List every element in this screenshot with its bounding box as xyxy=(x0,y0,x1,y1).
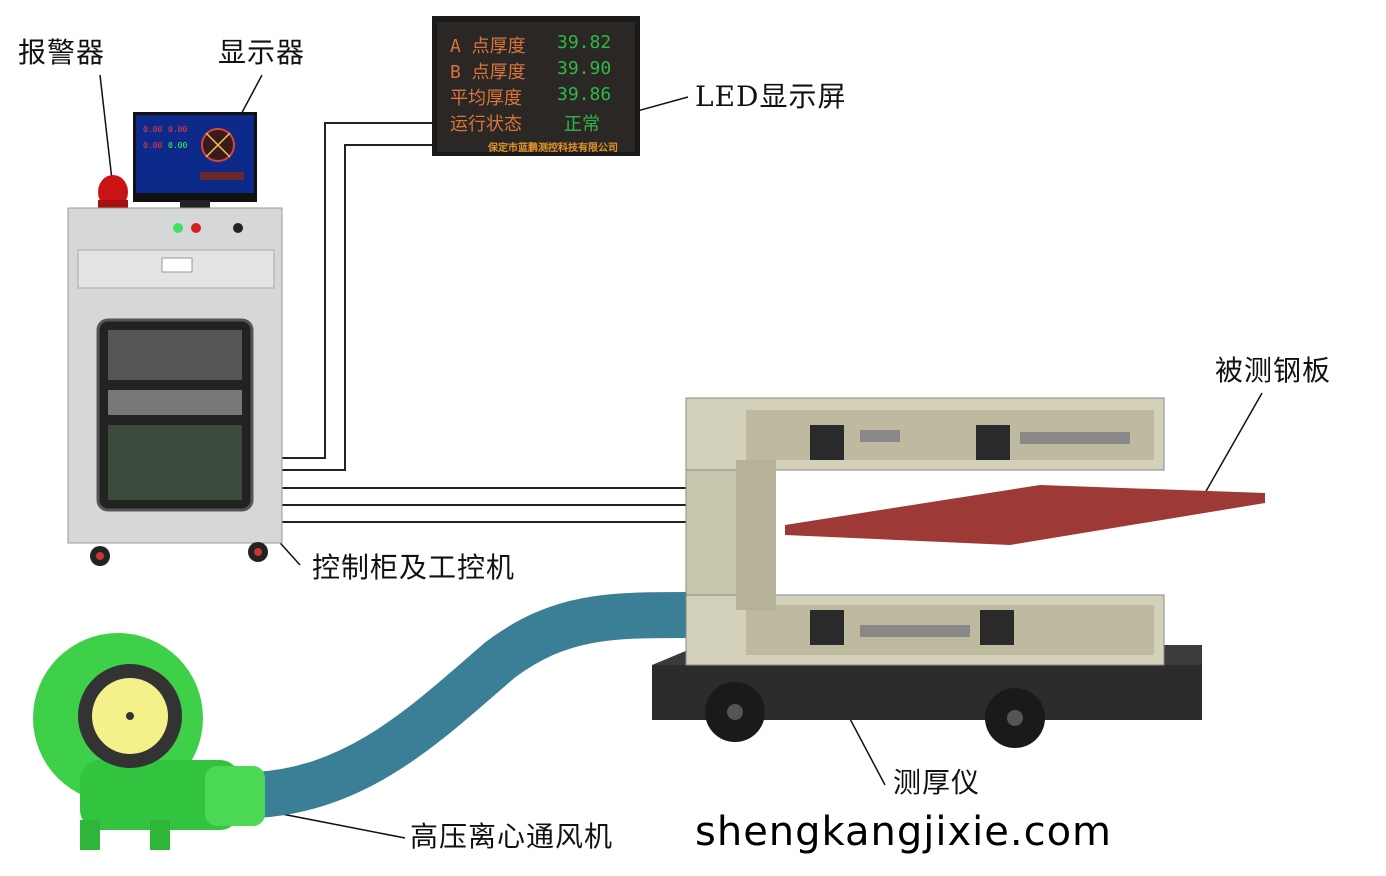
label-blower: 高压离心通风机 xyxy=(410,820,614,853)
led-row-name: 运行状态 xyxy=(450,114,522,135)
led-screen-graphic xyxy=(432,16,640,156)
monitor-reading: 0.00 xyxy=(168,125,188,134)
cabinet-graphic xyxy=(67,207,283,566)
alarm-light-graphic xyxy=(98,175,128,209)
led-row-name: 平均厚度 xyxy=(450,88,522,109)
label-cabinet: 控制柜及工控机 xyxy=(312,551,516,584)
led-row-name: B 点厚度 xyxy=(450,62,526,83)
monitor-reading: 0.00 xyxy=(143,141,163,150)
led-row-value: 正常 xyxy=(564,114,600,135)
label-gauge: 测厚仪 xyxy=(893,766,981,799)
led-row-value: 39.82 xyxy=(557,32,612,53)
led-row-value: 39.86 xyxy=(557,84,612,105)
monitor-reading: 0.00 xyxy=(168,141,188,150)
cables xyxy=(282,122,688,523)
label-steel-plate: 被测钢板 xyxy=(1215,354,1332,387)
monitor-reading: 0.00 xyxy=(143,125,163,134)
label-alarm: 报警器 xyxy=(18,36,106,69)
led-row-value: 39.90 xyxy=(557,58,612,79)
steel-plate xyxy=(785,485,1265,545)
thickness-gauge-graphic xyxy=(652,397,1202,748)
label-led-screen: LED显示屏 xyxy=(695,80,847,113)
monitor-graphic xyxy=(133,112,257,208)
label-display: 显示器 xyxy=(218,36,306,69)
led-row-name: A 点厚度 xyxy=(450,36,526,57)
watermark: shengkangjixie.com xyxy=(695,809,1113,855)
air-hose xyxy=(253,592,691,818)
led-footer: 保定市蓝鹏测控科技有限公司 xyxy=(488,143,618,154)
blower-graphic xyxy=(33,633,265,850)
